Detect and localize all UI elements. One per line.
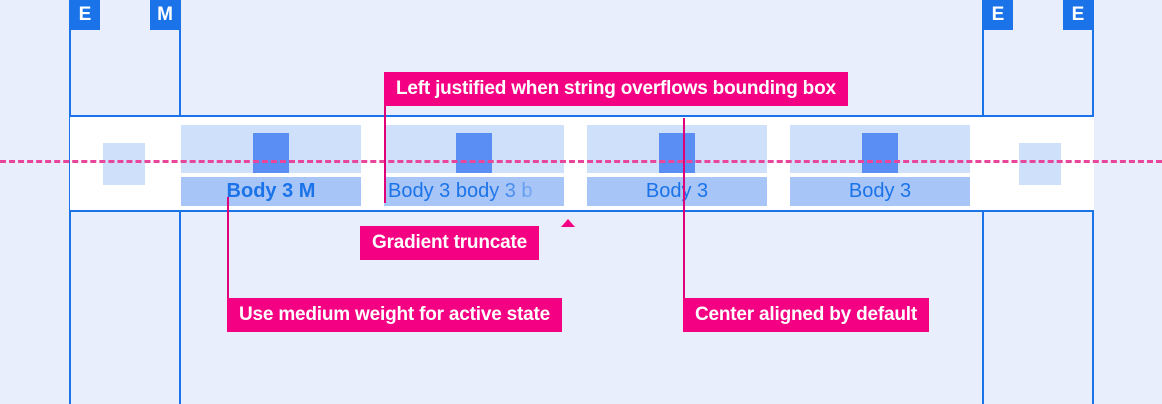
baseline-guide [0, 160, 1162, 163]
tab-item-2[interactable]: Body 3 body 3 b [384, 125, 564, 206]
annotation-center-aligned: Center aligned by default [683, 298, 929, 332]
tab-icon-area [181, 125, 361, 173]
annotation-left-justified: Left justified when string overflows bou… [384, 72, 848, 106]
edge-spacer-square-right [1019, 143, 1061, 185]
tab-icon-placeholder-icon [253, 133, 289, 173]
annotation-medium-weight: Use medium weight for active state [227, 298, 563, 332]
tab-icon-placeholder-icon [456, 133, 492, 173]
tab-item-4[interactable]: Body 3 [790, 125, 970, 206]
tab-item-1[interactable]: Body 3 M [181, 125, 361, 206]
annotation-gradient-truncate: Gradient truncate [360, 226, 539, 260]
tab-icon-area [790, 125, 970, 173]
tab-icon-placeholder-icon [659, 133, 695, 173]
tab-label: Body 3 [848, 180, 912, 202]
marker-edge-right-outer: E [1063, 0, 1093, 30]
marker-margin-left: M [150, 0, 180, 30]
tab-icon-area [384, 125, 564, 173]
edge-spacer-square-left [103, 143, 145, 185]
tab-label: Body 3 body 3 b [388, 180, 533, 202]
tab-label-area: Body 3 body 3 b [384, 177, 564, 206]
tab-icon-area [587, 125, 767, 173]
tab-label-area: Body 3 M [181, 177, 361, 206]
marker-edge-right-inner: E [983, 0, 1013, 30]
tab-bar-band: Body 3 M Body 3 body 3 b Body 3 [70, 115, 1094, 212]
tab-icon-placeholder-icon [862, 133, 898, 173]
leader-medium-weight [227, 197, 229, 300]
tab-item-3[interactable]: Body 3 [587, 125, 767, 206]
tab-label-area: Body 3 [790, 177, 970, 206]
marker-edge-left-outer: E [70, 0, 100, 30]
tab-label: Body 3 M [226, 180, 316, 202]
tab-label: Body 3 [645, 180, 709, 202]
leader-center-aligned [683, 118, 685, 300]
notch-gradient-truncate [561, 219, 575, 227]
leader-left-justified [384, 103, 386, 203]
tab-label-area: Body 3 [587, 177, 767, 206]
